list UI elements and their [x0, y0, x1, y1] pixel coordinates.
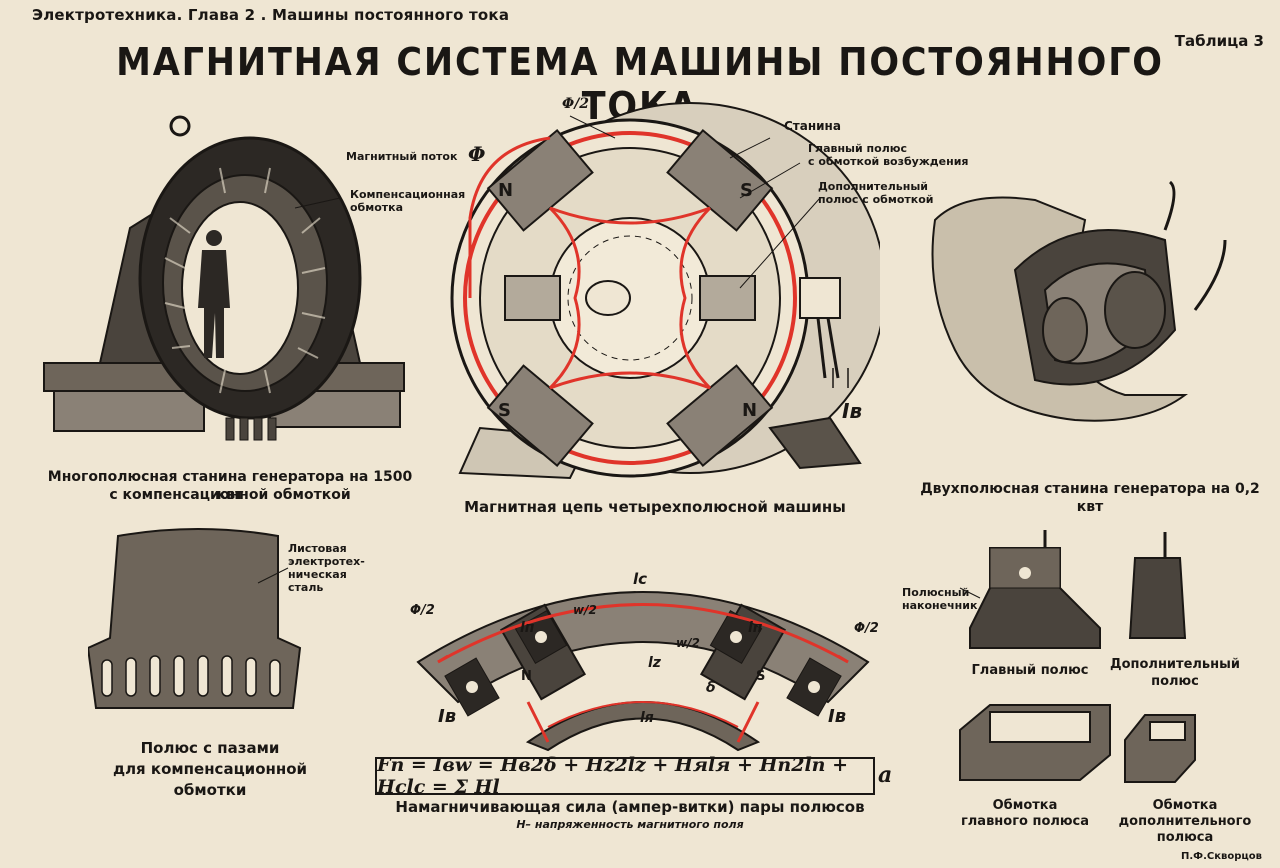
slotted-pole-illustration [88, 528, 302, 709]
excitation-current-label: Iв [842, 399, 862, 423]
magnetic-circuit-diagram: lс lп lп lz lя δ w/2 w/2 Φ/2 Φ/2 Iв Iв N… [410, 570, 878, 752]
magnetic-flux-label: Магнитный поток [346, 150, 458, 163]
formula-caption: Намагничивающая сила (ампер-витки) пары … [395, 798, 865, 816]
steel-label-line1: Листовая [288, 542, 347, 555]
compensation-winding-label: Компенсационная обмотка [350, 188, 466, 214]
chapter-header: Электротехника. Глава 2 . Машины постоян… [32, 6, 510, 24]
la-label: lя [640, 710, 654, 726]
lc-label: lс [633, 570, 647, 588]
table-number: Таблица 3 [1174, 32, 1264, 50]
pole-tip-label-line1: Полюсный [902, 586, 970, 599]
main-coil-caption-line1: Обмотка [992, 798, 1058, 813]
multipole-frame-illustration [43, 115, 405, 441]
w2-label-left: w/2 [573, 603, 597, 617]
ln-label-left: lп [520, 620, 535, 636]
aux-coil-caption-line2: дополнительного [1118, 814, 1252, 829]
steel-label-line3: ническая [288, 568, 347, 581]
main-pole-label-line1: Главный полюс [808, 142, 907, 155]
four-pole-caption: Магнитная цепь четырехполюсной машины [464, 498, 846, 516]
aux-coil-caption-line3: полюса [1156, 830, 1214, 845]
stanina-label: Станина [784, 119, 841, 133]
aux-pole-caption-line1: Дополнительный [1110, 657, 1240, 672]
two-pole-caption: Двухполюсная станина генератора на 0,2 к… [920, 481, 1260, 515]
half-flux-symbol: Φ/2 [562, 96, 590, 112]
coils-illustration [959, 704, 1196, 783]
delta-label: δ [706, 680, 716, 696]
aux-pole-label-line2: полюс с обмоткой [818, 193, 934, 206]
slotted-pole-caption-line2: для компенсационной [112, 760, 308, 778]
iv-label-right: Iв [828, 706, 846, 727]
main-pole-label-line2: с обмоткой возбуждения [808, 155, 969, 168]
w2-label-right: w/2 [676, 636, 700, 650]
four-pole-machine-illustration: N S S N Iв [450, 102, 880, 480]
phi2-label-left: Φ/2 [410, 603, 435, 618]
main-coil-caption-line2: главного полюса [960, 814, 1090, 829]
slotted-pole-caption-line1: Полюс с пазами [140, 739, 280, 757]
slotted-pole-caption-line3: обмотки [173, 781, 247, 799]
poster-title: МАГНИТНАЯ СИСТЕМА МАШИНЫ ПОСТОЯННОГО ТОК… [116, 40, 1164, 128]
circuit-pole-s: S [756, 669, 765, 684]
two-pole-frame-illustration [931, 180, 1227, 422]
steel-label-line2: электротех- [288, 555, 365, 568]
formula-tag: a [878, 762, 893, 788]
iv-label-left: Iв [438, 706, 456, 727]
circuit-pole-n: N [521, 669, 532, 684]
pole-n-topleft: N [498, 180, 513, 201]
aux-pole-caption-line2: полюс [1151, 674, 1199, 689]
pole-s-topright: S [740, 180, 753, 201]
mmf-formula: Fп = Iвw = Hв2δ + Hz2lz + Hяlя + Hп2lп +… [375, 754, 875, 798]
pole-s-bottomleft: S [498, 400, 511, 421]
lz-label: lz [648, 655, 662, 671]
aux-pole-label-line1: Дополнительный [818, 180, 928, 193]
phi2-label-right: Φ/2 [854, 621, 878, 636]
steel-label-line4: сталь [288, 581, 324, 594]
pole-tip-label-line2: наконечник [902, 599, 978, 612]
multipole-caption-line2: с компенсационной обмоткой [109, 487, 351, 503]
flux-symbol: Φ [468, 142, 486, 166]
ln-label-right: lп [748, 620, 763, 636]
formula-subcaption: H– напряженность магнитного поля [516, 818, 744, 831]
main-pole-caption: Главный полюс [971, 663, 1089, 678]
poles-illustration [959, 530, 1187, 649]
aux-coil-caption-line1: Обмотка [1152, 798, 1218, 813]
multipole-caption-line1: Многополюсная станина генератора на 1500… [47, 469, 413, 503]
pole-n-bottomright: N [742, 400, 757, 421]
author-signature: П.Ф.Скворцов [1181, 851, 1262, 862]
